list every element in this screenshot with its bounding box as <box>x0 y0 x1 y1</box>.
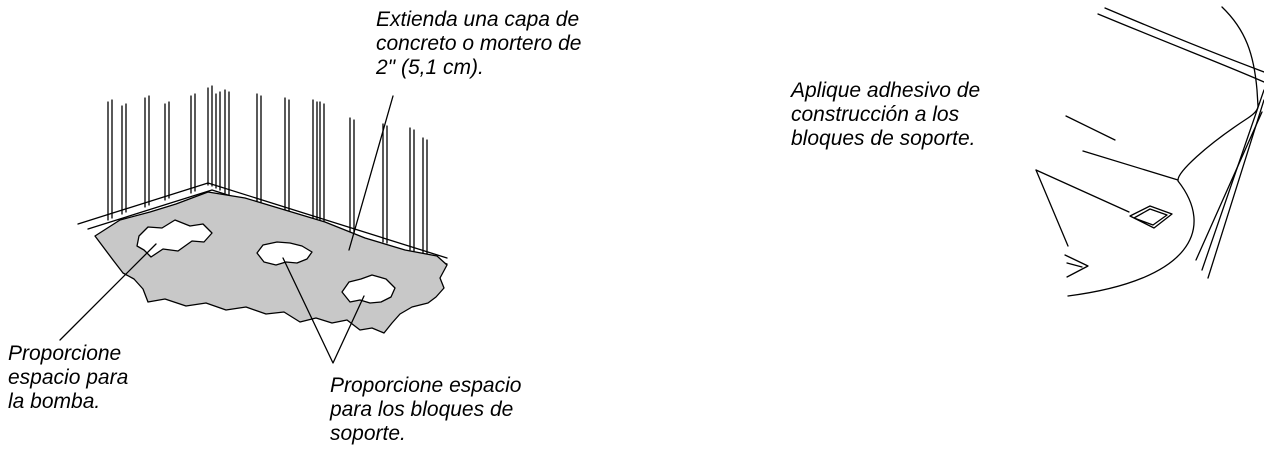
callout-line: 2" (5,1 cm). <box>376 56 484 79</box>
callout-line: soporte. <box>330 422 406 445</box>
tub-underside-drawing <box>1035 6 1264 297</box>
support-block-opening <box>341 274 396 304</box>
callout-line: la bomba. <box>8 390 101 413</box>
callout-pump-space: Proporcione espacio para la bomba. <box>8 342 128 414</box>
tub-bottom-outline <box>1082 150 1179 181</box>
callout-adhesive: Aplique adhesivo de construcción a los b… <box>791 79 980 151</box>
callout-support-block-space: Proporcione espacio para los bloques de … <box>330 374 521 446</box>
tub-floor-line <box>1065 115 1116 141</box>
tub-side-line <box>1195 111 1263 261</box>
tub-side-line <box>1201 89 1264 271</box>
leader-line-blocks <box>282 257 365 364</box>
callout-line: Proporcione espacio <box>330 374 522 397</box>
leader-line-pump <box>59 243 157 341</box>
tub-rim-line <box>1104 7 1264 73</box>
support-block <box>1129 205 1173 229</box>
tub-rim-line <box>1097 13 1264 83</box>
support-block <box>1064 254 1089 278</box>
leader-line-adhesive <box>1035 169 1069 247</box>
callout-line: Extienda una capa de <box>376 8 580 31</box>
callout-line: construcción a los <box>791 103 960 126</box>
callout-line: bloques de soporte. <box>791 127 976 150</box>
pump-space-opening <box>136 219 213 258</box>
callout-concrete-layer: Extienda una capa de concreto o mortero … <box>376 8 581 80</box>
callout-line: espacio para <box>8 366 129 389</box>
callout-line: Aplique adhesivo de <box>791 79 981 102</box>
wall-studs <box>107 85 428 257</box>
support-block-opening <box>256 241 313 266</box>
leader-line-concrete <box>348 95 394 251</box>
callout-line: concreto o mortero de <box>376 32 582 55</box>
leader-line-adhesive <box>1035 169 1130 213</box>
callout-line: Proporcione <box>8 342 122 365</box>
callout-line: para los bloques de <box>330 398 514 421</box>
tub-bottom-outline <box>1067 6 1259 297</box>
subfloor-base-drawing <box>59 85 448 364</box>
